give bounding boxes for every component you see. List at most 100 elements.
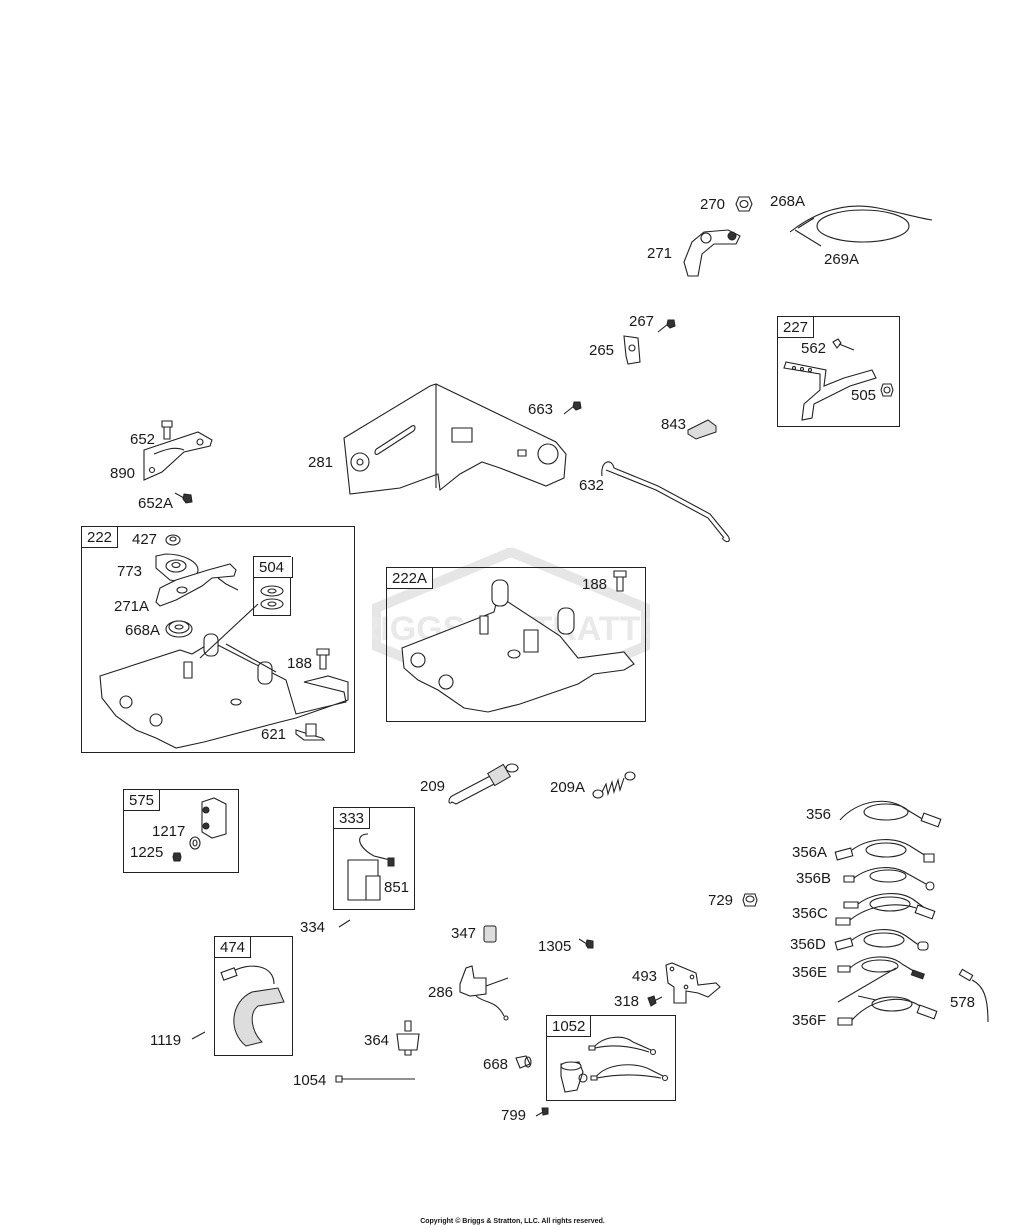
callout-1054[interactable]: 1054 (293, 1072, 327, 1089)
callout-347[interactable]: 347 (451, 925, 477, 942)
group-box-1052[interactable]: 1052 (546, 1015, 676, 1101)
spring-209-icon[interactable] (446, 762, 520, 808)
regulator-286-icon[interactable] (456, 964, 518, 1024)
bolt-562-icon[interactable] (832, 338, 856, 356)
alternator-474-icon[interactable] (218, 962, 288, 1054)
wire-356C-icon[interactable] (834, 888, 938, 928)
callout-1217[interactable]: 1217 (152, 823, 186, 840)
screw-663-icon[interactable] (562, 400, 582, 416)
control-bracket-281-icon[interactable] (340, 378, 570, 496)
ignition-coil-333-icon[interactable] (338, 830, 402, 906)
callout-668A[interactable]: 668A (125, 622, 161, 639)
wire-356-icon[interactable] (838, 796, 944, 832)
screw-1305-icon[interactable] (578, 936, 594, 950)
wire-356B-icon[interactable] (842, 862, 938, 892)
callout-652A[interactable]: 652A (138, 495, 174, 512)
callout-578[interactable]: 578 (950, 994, 976, 1011)
callout-356E[interactable]: 356E (792, 964, 828, 981)
nut-427-icon[interactable] (165, 534, 181, 546)
callout-364[interactable]: 364 (364, 1032, 390, 1049)
wire-578-icon[interactable] (958, 968, 992, 1024)
callout-265[interactable]: 265 (589, 342, 615, 359)
callout-318[interactable]: 318 (614, 993, 640, 1010)
base-plate-222-icon[interactable] (96, 622, 352, 748)
nut-270-icon[interactable] (735, 196, 753, 212)
screw-334-icon[interactable] (338, 918, 352, 928)
group-box-504[interactable]: 504 (253, 556, 293, 616)
washer-668A-icon[interactable] (164, 618, 194, 638)
callout-729[interactable]: 729 (708, 892, 734, 909)
callout-267[interactable]: 267 (629, 313, 655, 330)
nut-729-icon[interactable] (742, 892, 758, 908)
group-box-227[interactable]: 227 (777, 316, 900, 427)
clip-843-icon[interactable] (686, 418, 718, 440)
bracket-493-icon[interactable] (664, 963, 722, 1005)
throttle-cable-268A-icon[interactable] (788, 200, 934, 246)
washer-1217-icon[interactable] (188, 836, 202, 850)
washers-504-icon[interactable] (259, 584, 285, 612)
plate-773-icon[interactable] (150, 552, 200, 582)
callout-1119[interactable]: 1119 (150, 1032, 182, 1049)
callout-356D[interactable]: 356D (790, 936, 826, 953)
bracket-227-icon[interactable] (780, 360, 880, 422)
starter-solenoid-1052-icon[interactable] (553, 1028, 673, 1098)
callout-668[interactable]: 668 (483, 1056, 509, 1073)
group-box-474[interactable]: 474 (214, 936, 293, 1056)
callout-663[interactable]: 663 (528, 401, 554, 418)
callout-286[interactable]: 286 (428, 984, 454, 1001)
bracket-890-icon[interactable] (140, 432, 216, 482)
callout-562[interactable]: 562 (801, 340, 827, 357)
link-rod-632-icon[interactable] (598, 456, 736, 544)
connector-347-icon[interactable] (482, 924, 498, 944)
callout-271[interactable]: 271 (647, 245, 673, 262)
callout-334[interactable]: 334 (300, 919, 326, 936)
callout-851[interactable]: 851 (384, 879, 410, 896)
callout-773[interactable]: 773 (117, 563, 143, 580)
screw-267-icon[interactable] (656, 318, 676, 334)
bolt-188-icon[interactable] (316, 648, 330, 670)
group-box-222A[interactable]: 222A (386, 567, 646, 722)
clip-621-icon[interactable] (294, 722, 326, 742)
wire-356F-icon[interactable] (836, 988, 940, 1028)
callout-843[interactable]: 843 (661, 416, 687, 433)
group-box-333[interactable]: 333 (333, 807, 415, 910)
group-box-575[interactable]: 575 (123, 789, 239, 873)
screw-799-icon[interactable] (535, 1106, 549, 1118)
callout-356B[interactable]: 356B (796, 870, 832, 887)
callout-356F[interactable]: 356F (792, 1012, 827, 1029)
callout-890[interactable]: 890 (110, 465, 136, 482)
callout-1225[interactable]: 1225 (130, 844, 164, 861)
callout-268A[interactable]: 268A (770, 193, 806, 210)
callout-281[interactable]: 281 (308, 454, 334, 471)
solenoid-364-icon[interactable] (395, 1020, 421, 1056)
group-box-222[interactable]: 222 (81, 526, 355, 753)
callout-427[interactable]: 427 (132, 531, 158, 548)
wire-356A-icon[interactable] (834, 834, 940, 866)
callout-621[interactable]: 621 (261, 726, 287, 743)
nut-505-icon[interactable] (880, 383, 894, 397)
lever-271A-icon[interactable] (152, 562, 244, 608)
callout-188-222[interactable]: 188 (287, 655, 313, 672)
callout-652[interactable]: 652 (130, 431, 156, 448)
spacer-668-icon[interactable] (514, 1054, 532, 1070)
lever-271-icon[interactable] (678, 222, 748, 278)
callout-188-222A[interactable]: 188 (582, 576, 608, 593)
screw-652A-icon[interactable] (174, 490, 194, 506)
wire-356D-icon[interactable] (834, 924, 930, 956)
callout-271A[interactable]: 271A (114, 598, 150, 615)
callout-632[interactable]: 632 (579, 477, 605, 494)
callout-505[interactable]: 505 (851, 387, 877, 404)
clip-265-icon[interactable] (622, 334, 644, 366)
callout-493[interactable]: 493 (632, 968, 658, 985)
callout-209[interactable]: 209 (420, 778, 446, 795)
callout-1305[interactable]: 1305 (538, 938, 572, 955)
base-plate-222A-icon[interactable] (398, 572, 640, 718)
bolt-188-222A-icon[interactable] (613, 570, 627, 592)
cable-tie-1054-icon[interactable] (335, 1074, 417, 1084)
callout-356A[interactable]: 356A (792, 844, 828, 861)
spring-209A-icon[interactable] (592, 770, 636, 800)
callout-799[interactable]: 799 (501, 1107, 527, 1124)
callout-209A[interactable]: 209A (550, 779, 586, 796)
callout-356[interactable]: 356 (806, 806, 832, 823)
callout-269A[interactable]: 269A (824, 251, 860, 268)
